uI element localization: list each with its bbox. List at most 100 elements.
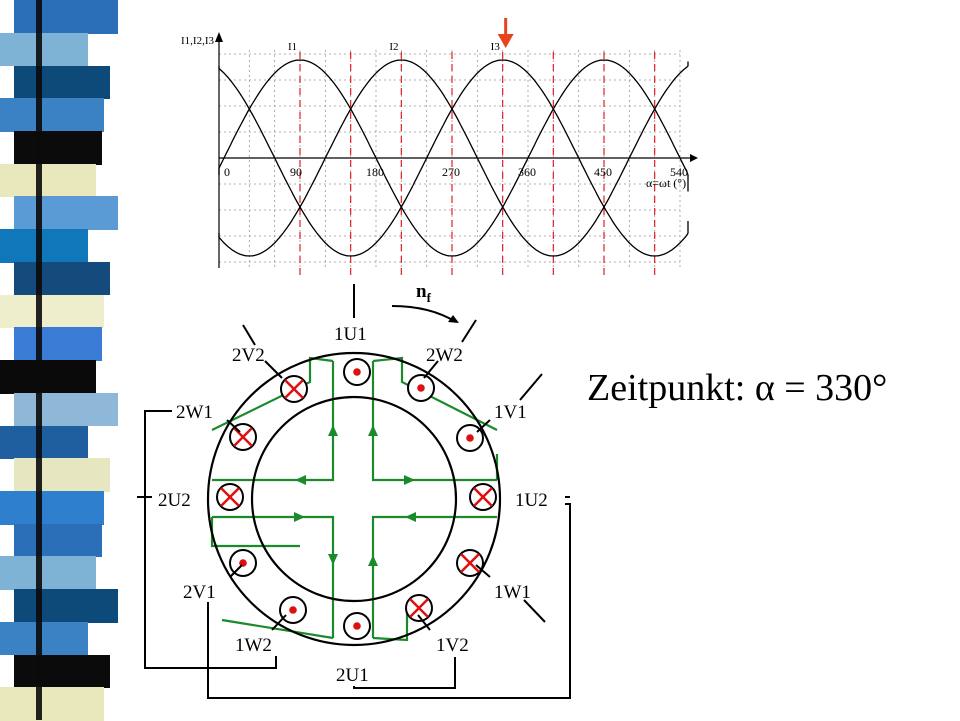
flux-path [210,517,300,548]
rotation-arrow [391,305,457,323]
current-in-cross [409,598,429,618]
flux-path [212,361,335,482]
current-out-dot [466,434,474,442]
flux-arrow [368,425,378,436]
terminal-1v2: 1V2 [436,635,469,656]
wire-2w1-1w2 [144,410,277,669]
lead-2v1-conductor [229,564,243,578]
stripe-block [14,65,110,100]
terminal-2u1: 2U1 [336,665,369,686]
stator-outer-ring [206,351,502,647]
terminal-1u1: 1U1 [334,324,367,345]
stripe-block [14,196,118,231]
time-caption: Zeitpunkt: α = 330° [587,366,887,410]
stripe-block [0,687,104,721]
wire-1w1 [523,599,546,623]
lead-1w1-conductor [475,564,491,578]
flux-path [371,515,497,638]
y-axis-label: I1,I2,I3 [181,35,214,47]
sine-curves [218,59,689,257]
stripe-block [14,523,102,558]
stripe-block [14,654,110,689]
plot-grid [219,50,681,268]
stripe-block [14,261,110,296]
stripe-block [0,294,104,329]
y-axis-arrow [215,32,223,42]
phase-current-curve [218,59,689,257]
lead-1v2-conductor [417,614,431,631]
current-in-cross [284,379,304,399]
flux-arrow [328,425,338,436]
rotation-arrowhead [448,315,459,323]
current-label: I3 [491,41,501,53]
flux-arrow [405,512,416,522]
flux-path [212,515,335,638]
x-tick-label: 90 [290,165,302,179]
current-out-dot [289,606,297,614]
terminal-2w1: 2W1 [176,402,213,423]
wire-1u2-2v1 [207,503,571,699]
x-tick-label: 270 [442,165,460,179]
current-out-dot [353,622,361,630]
flux-path [221,618,334,640]
stripe-block [14,0,118,34]
stripe-edge [36,0,42,720]
current-out-dot [417,384,425,392]
stripe-block [14,589,118,623]
lead-2w1-conductor [226,419,241,433]
current-label: I1 [288,41,297,53]
rotation-label: nf [416,281,432,305]
flux-path [371,361,497,482]
lead-1v1 [519,373,543,401]
wire-2u1-1v2 [353,657,456,689]
terminal-1u2: 1U2 [515,490,548,511]
stripe-block [0,490,104,525]
lead-2w2 [461,319,477,343]
flux-arrow [295,475,306,485]
stripe-block [0,425,88,460]
terminal-2v1: 2V1 [183,582,216,603]
flux-path [211,356,334,431]
magnetic-flux-lines [210,356,499,642]
x-axis-arrow [690,154,698,162]
terminal-1w1: 1W1 [494,582,531,603]
current-out-dot [353,368,361,376]
stripe-block [0,163,96,198]
flux-arrow [294,512,305,522]
lead-2w2-conductor [423,360,439,379]
stripe-block [14,327,102,361]
current-in-cross [460,553,480,573]
terminal-2u2: 2U2 [158,490,191,511]
terminal-1v1: 1V1 [494,402,527,423]
stripe-block [14,458,110,492]
terminal-2w2: 2W2 [426,345,463,366]
caption-prefix: Zeitpunkt: [587,367,755,409]
phase-current-curve [218,59,689,257]
flux-arrow [328,554,338,565]
x-tick-label: 360 [518,165,536,179]
terminal-leads [137,284,571,699]
current-in-cross [233,427,253,447]
caption-value: = 330° [774,367,888,409]
x-tick-label: 0 [224,165,230,179]
flux-arrow [368,555,378,566]
current-labels: I1 I2 I3 [288,41,500,53]
flux-arrow [404,475,415,485]
time-marker-arrow [497,18,514,48]
flux-path [372,356,498,431]
stripe-block [0,621,88,656]
stripe-block [0,556,96,591]
phase-current-curve [218,59,689,257]
flux-path [372,612,409,642]
current-label: I2 [389,41,398,53]
terminal-1w2: 1W2 [235,635,272,656]
lead-1v1-conductor [476,419,491,433]
stripe-block [14,392,118,427]
stripe-block [0,229,88,263]
x-tick-label: 450 [594,165,612,179]
stripe-block [14,130,102,165]
stripe-block [0,360,96,394]
lead-2v2 [242,324,256,346]
